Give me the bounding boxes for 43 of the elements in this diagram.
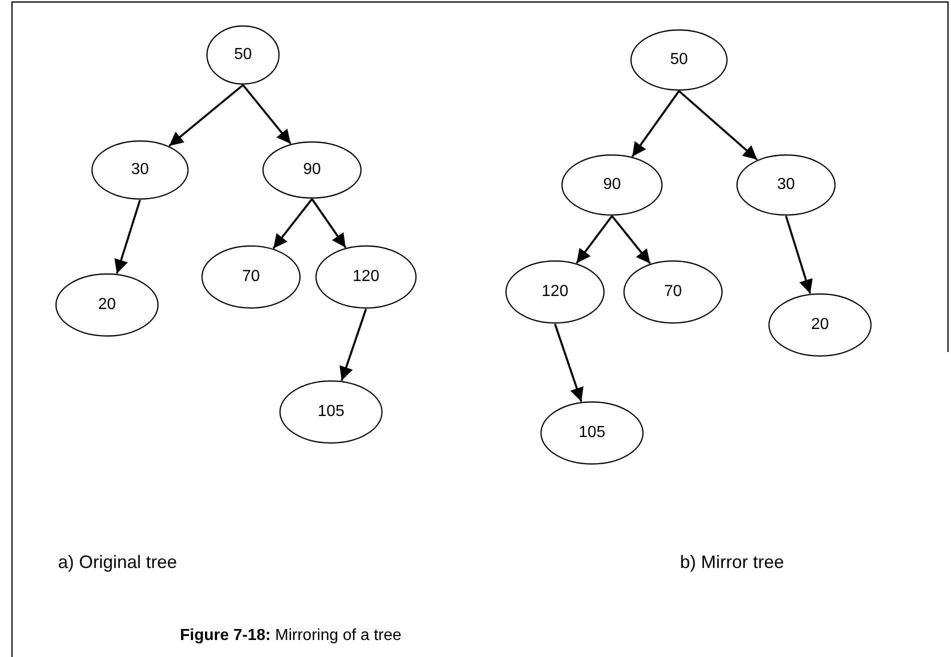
tree-node bbox=[630, 29, 728, 91]
arrow bbox=[554, 324, 584, 402]
arrow bbox=[311, 198, 346, 248]
arrow bbox=[611, 215, 651, 264]
node-value: 30 bbox=[777, 176, 795, 194]
arrow bbox=[114, 200, 141, 274]
node-value: 50 bbox=[234, 46, 252, 64]
tree-node bbox=[55, 273, 159, 337]
arrow bbox=[785, 216, 813, 294]
tree-node bbox=[206, 25, 280, 85]
arrow bbox=[168, 84, 244, 147]
node-value: 20 bbox=[811, 316, 829, 334]
tree-node bbox=[279, 380, 383, 444]
node-value: 20 bbox=[98, 296, 116, 314]
node-value: 90 bbox=[603, 176, 621, 194]
arrow bbox=[242, 84, 292, 144]
tree-node bbox=[623, 260, 723, 324]
tree-node bbox=[262, 141, 362, 199]
node-value: 90 bbox=[303, 161, 321, 179]
node-value: 120 bbox=[352, 268, 380, 286]
arrow bbox=[678, 90, 758, 160]
tree-node bbox=[505, 260, 605, 324]
tree-node bbox=[201, 245, 301, 309]
arrow bbox=[272, 198, 313, 249]
node-value: 70 bbox=[664, 283, 682, 301]
node-value: 30 bbox=[131, 161, 149, 179]
node-value: 105 bbox=[318, 403, 344, 421]
node-value: 120 bbox=[542, 283, 568, 301]
figure-caption: Figure 7-18: Mirroring of a tree bbox=[180, 627, 402, 645]
node-value: 70 bbox=[242, 268, 260, 286]
node-value: 50 bbox=[670, 51, 688, 69]
tree-node bbox=[561, 154, 663, 216]
subfigure-label: b) Mirror tree bbox=[680, 552, 784, 573]
tree-node bbox=[768, 293, 872, 357]
arrow bbox=[631, 90, 680, 158]
tree-node bbox=[736, 154, 836, 216]
node-value: 105 bbox=[578, 424, 606, 442]
arrow bbox=[340, 308, 367, 381]
tree-node bbox=[91, 140, 189, 200]
tree-node bbox=[540, 401, 644, 465]
tree-node bbox=[315, 245, 417, 309]
arrow bbox=[576, 215, 613, 264]
subfigure-label: a) Original tree bbox=[58, 552, 178, 573]
